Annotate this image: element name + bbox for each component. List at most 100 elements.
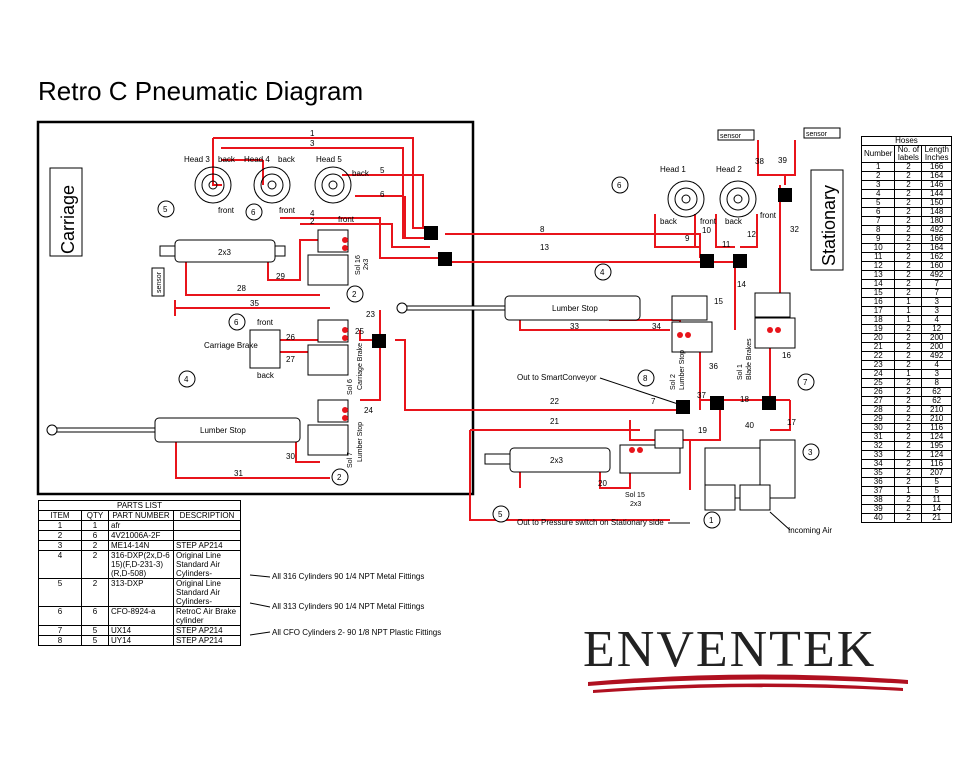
svg-text:8: 8 xyxy=(643,374,648,383)
svg-text:7: 7 xyxy=(803,378,808,387)
svg-text:23: 23 xyxy=(366,310,375,319)
sensor-carriage-box xyxy=(151,267,165,297)
head-4 xyxy=(253,166,291,204)
sensor-right-box xyxy=(803,127,841,139)
parts-header-part: PART NUMBER xyxy=(108,510,174,521)
label-head2: Head 2 xyxy=(716,165,742,174)
head-5 xyxy=(314,166,352,204)
svg-text:3: 3 xyxy=(808,448,813,457)
head-2 xyxy=(719,180,757,218)
label-sol15: Sol 15 xyxy=(625,492,645,499)
hoses-header-number: Number xyxy=(860,145,896,163)
label-head1-back: back xyxy=(660,217,678,226)
svg-text:38: 38 xyxy=(755,157,764,166)
svg-text:14: 14 xyxy=(737,280,746,289)
label-out-pressure: Out to Pressure switch on Stationary sid… xyxy=(517,518,664,527)
svg-text:27: 27 xyxy=(286,355,295,364)
svg-text:4: 4 xyxy=(310,209,315,218)
svg-text:2: 2 xyxy=(310,217,315,226)
label-sol15b: 2x3 xyxy=(630,501,641,508)
fittings xyxy=(372,188,792,414)
label-head5: Head 5 xyxy=(316,155,342,164)
label-head3: Head 3 xyxy=(184,155,210,164)
svg-text:6: 6 xyxy=(251,208,256,217)
carriage-brake-cylinder xyxy=(249,329,281,369)
label-sol2b: Lumber Stop xyxy=(679,350,686,390)
label-brake-front: front xyxy=(257,318,274,327)
svg-text:20: 20 xyxy=(598,479,607,488)
svg-text:28: 28 xyxy=(237,284,246,293)
label-head5-back: back xyxy=(352,169,370,178)
label-sol7: Sol 7 xyxy=(347,452,354,468)
svg-text:37: 37 xyxy=(697,391,706,400)
svg-text:26: 26 xyxy=(286,333,295,342)
head-1 xyxy=(667,180,705,218)
svg-text:5: 5 xyxy=(498,510,503,519)
label-incoming-air: Incoming Air xyxy=(788,526,832,535)
label-head1-front: front xyxy=(700,217,717,226)
label-cyl-2x3-carriage: 2x3 xyxy=(218,248,231,257)
svg-text:7: 7 xyxy=(651,397,656,406)
svg-text:6: 6 xyxy=(380,190,385,199)
solenoid-16 xyxy=(307,229,349,286)
stationary-label: Stationary xyxy=(819,185,839,266)
sensor-left-box xyxy=(717,129,755,141)
svg-text:15: 15 xyxy=(714,297,723,306)
svg-text:35: 35 xyxy=(250,299,259,308)
sensor-left-label: sensor xyxy=(720,133,742,140)
svg-text:29: 29 xyxy=(276,272,285,281)
note-313: All 313 Cylinders 90 1/4 NPT Metal Fitti… xyxy=(272,602,425,611)
svg-text:10: 10 xyxy=(702,226,711,235)
head-3 xyxy=(194,166,232,204)
svg-text:2: 2 xyxy=(352,290,357,299)
svg-text:17: 17 xyxy=(787,418,796,427)
svg-text:36: 36 xyxy=(709,362,718,371)
parts-list-table: PARTS LIST ITEM QTY PART NUMBER DESCRIPT… xyxy=(38,500,241,646)
parts-header-desc: DESCRIPTION xyxy=(173,510,241,521)
item-balloons: 5 6 2 6 4 2 6 4 8 7 3 5 1 xyxy=(157,176,820,529)
hoses-header-length: Length Inches xyxy=(921,145,952,163)
svg-text:13: 13 xyxy=(540,243,549,252)
label-sol16b: 2x3 xyxy=(363,259,370,270)
svg-text:25: 25 xyxy=(355,327,364,336)
svg-text:2: 2 xyxy=(337,473,342,482)
svg-text:11: 11 xyxy=(722,240,731,249)
carriage-label: Carriage xyxy=(58,185,78,254)
svg-text:4: 4 xyxy=(600,268,605,277)
svg-text:12: 12 xyxy=(747,230,756,239)
label-head1: Head 1 xyxy=(660,165,686,174)
label-sol6: Sol 6 xyxy=(347,379,354,395)
logo-text: ENVENTEK xyxy=(583,621,877,678)
svg-text:9: 9 xyxy=(685,234,690,243)
svg-text:5: 5 xyxy=(163,205,168,214)
svg-text:40: 40 xyxy=(745,421,754,430)
cylinder-2x3-carriage xyxy=(159,239,286,263)
svg-text:1: 1 xyxy=(310,129,315,138)
svg-text:6: 6 xyxy=(234,318,239,327)
svg-text:16: 16 xyxy=(782,351,791,360)
parts-header-item: ITEM xyxy=(38,510,82,521)
hoses-table: Hoses Number No. of labels Length Inches… xyxy=(860,136,952,523)
page-title: Retro C Pneumatic Diagram xyxy=(38,76,364,106)
carriage-label-box xyxy=(49,167,83,257)
label-head2-back: back xyxy=(725,217,743,226)
hose-lines xyxy=(174,137,796,521)
label-sol7b: Lumber Stop xyxy=(357,422,364,462)
cylinder-lumber-stop-carriage xyxy=(46,417,301,443)
logo-swoosh xyxy=(588,674,908,693)
svg-text:19: 19 xyxy=(698,426,707,435)
svg-text:6: 6 xyxy=(617,181,622,190)
svg-text:21: 21 xyxy=(550,417,559,426)
svg-text:24: 24 xyxy=(364,406,373,415)
label-out-smartconveyor: Out to SmartConveyor xyxy=(517,373,597,382)
label-head4-front: front xyxy=(279,206,296,215)
